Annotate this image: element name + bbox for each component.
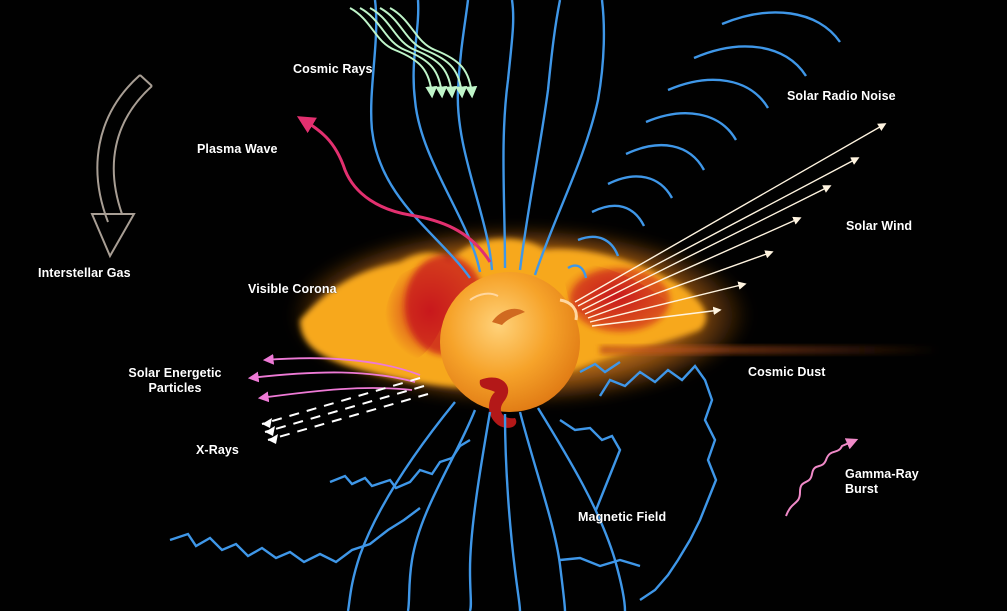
label-visible-corona: Visible Corona xyxy=(248,282,337,297)
label-gamma-ray-burst-line2: Burst xyxy=(845,482,919,497)
label-solar-energetic-particles-line2: Particles xyxy=(110,381,240,396)
label-cosmic-dust: Cosmic Dust xyxy=(748,365,826,380)
cosmic-dust-streak xyxy=(600,346,940,354)
label-solar-energetic-particles: Solar Energetic Particles xyxy=(110,366,240,396)
label-gamma-ray-burst: Gamma-Ray Burst xyxy=(845,467,919,497)
label-interstellar-gas: Interstellar Gas xyxy=(38,266,131,281)
label-gamma-ray-burst-line1: Gamma-Ray xyxy=(845,467,919,482)
label-cosmic-rays: Cosmic Rays xyxy=(293,62,373,77)
label-solar-radio-noise: Solar Radio Noise xyxy=(787,89,896,104)
label-x-rays: X-Rays xyxy=(196,443,239,458)
label-solar-wind: Solar Wind xyxy=(846,219,912,234)
label-magnetic-field: Magnetic Field xyxy=(578,510,666,525)
label-solar-energetic-particles-line1: Solar Energetic xyxy=(110,366,240,381)
label-plasma-wave: Plasma Wave xyxy=(197,142,278,157)
